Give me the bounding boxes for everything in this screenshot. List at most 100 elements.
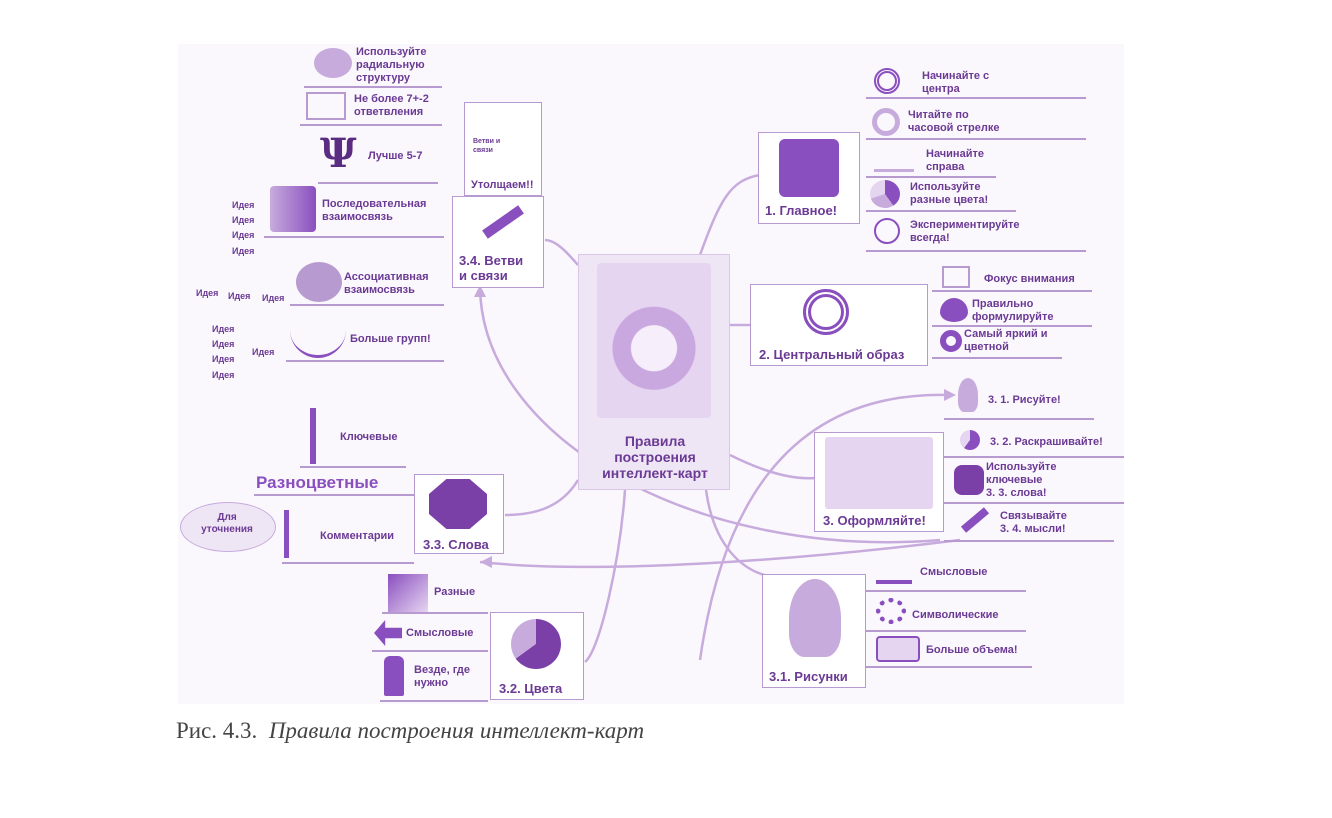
- branch-main-label: 1. Главное!: [765, 203, 838, 218]
- figure-caption: Рис. 4.3. Правила построения интеллект-к…: [176, 718, 644, 744]
- colors-item-2-text: Смысловые: [406, 627, 474, 639]
- links-mini-text: Ветви и связи: [473, 138, 501, 154]
- target-dart-icon: [803, 289, 849, 335]
- links-thicken-text: Утолщаем!!: [471, 179, 534, 191]
- idea-label: Идея: [232, 246, 255, 256]
- links-item-2-text: Не более 7+-2 ответвления: [354, 93, 429, 118]
- branch-words-label: 3.3. Слова: [423, 537, 489, 552]
- words-item-1-line: [300, 466, 406, 468]
- lightbulb-icon: [789, 579, 841, 657]
- link-design: [729, 453, 816, 480]
- clarification-bubble: [180, 502, 276, 552]
- words-item-2-text: Разноцветные: [256, 473, 379, 492]
- color-pie-icon: [511, 619, 561, 669]
- link-main: [698, 173, 761, 256]
- link-colors: [584, 489, 627, 663]
- design-item-2-line: [944, 456, 1124, 458]
- main-item-2-line: [866, 138, 1086, 140]
- image-item-3-line: [932, 357, 1062, 359]
- branch-design-box: 3. Оформляйте!: [814, 432, 944, 532]
- hierarchy-icon: [306, 92, 346, 120]
- gears-icon: [876, 598, 906, 624]
- experiment-icon: [874, 218, 900, 244]
- color-pie-icon: [870, 180, 900, 208]
- design-item-1-line: [944, 418, 1094, 420]
- dice-icon: [876, 636, 920, 662]
- hand-icon: [384, 656, 404, 696]
- words-item-3-text: Комментарии: [320, 530, 395, 542]
- main-item-5-text: Экспериментируйте всегда!: [910, 219, 1020, 244]
- lightbulb-icon: [958, 378, 978, 412]
- caption-prefix: Рис. 4.3.: [176, 718, 258, 743]
- psi-icon: Ψ: [320, 130, 357, 177]
- link-words: [504, 479, 580, 517]
- idea-label: Идея: [232, 215, 255, 225]
- colors-item-3-line: [380, 700, 488, 702]
- branch-pictures-label: 3.1. Рисунки: [769, 669, 848, 684]
- clockwise-ring-icon: [872, 108, 900, 136]
- main-item-5-line: [866, 250, 1086, 252]
- caption-title: Правила построения интеллект-карт: [268, 718, 645, 743]
- design-item-1-text: 3. 1. Рисуйте!: [988, 394, 1061, 406]
- branch-image-label: 2. Центральный образ: [759, 347, 905, 362]
- idea-label: Идея: [212, 339, 235, 349]
- brain-icon: [314, 48, 352, 78]
- idea-label: Идея: [212, 370, 235, 380]
- pictures-item-3-line: [866, 666, 1032, 668]
- central-image-box: Правила построения интеллект-карт: [578, 254, 730, 490]
- colors-item-1-text: Разные: [434, 586, 476, 598]
- colors-item-3-text: Везде, где нужно: [414, 664, 471, 689]
- stop-sign-icon: [954, 465, 984, 495]
- target-dart-icon: [874, 68, 900, 94]
- pen-icon: [482, 205, 524, 239]
- branch-pictures-box: 3.1. Рисунки: [762, 574, 866, 688]
- pictures-item-1-line: [866, 590, 1026, 592]
- link-arrow-right: [698, 393, 951, 661]
- bright-circle-icon: [940, 330, 962, 352]
- heart-icon: [940, 298, 968, 322]
- links-item-6-line: [286, 360, 444, 362]
- pictures-item-3-text: Больше объема!: [926, 644, 1018, 656]
- idea-label: Идея: [212, 324, 235, 334]
- link-branches: [544, 238, 579, 266]
- links-item-6-text: Больше групп!: [350, 333, 431, 345]
- branch-design-label: 3. Оформляйте!: [823, 513, 926, 528]
- running-figure-icon: [876, 550, 912, 584]
- main-item-4-text: Используйте разные цвета!: [910, 181, 989, 206]
- links-item-1-text: Используйте радиальную структуру: [356, 46, 427, 84]
- color-pie-icon: [960, 430, 980, 450]
- branch-image-box: 2. Центральный образ: [750, 284, 928, 366]
- pictures-item-1-text: Смысловые: [920, 566, 988, 578]
- main-item-1-line: [866, 97, 1086, 99]
- exclamation-figure-icon: [310, 408, 330, 464]
- main-item-3-line: [866, 176, 996, 178]
- right-direction-icon: [874, 146, 914, 172]
- image-item-3-text: Самый яркий и цветной: [964, 328, 1048, 353]
- idea-label: Идея: [232, 200, 255, 210]
- branch-main-box: 1. Главное!: [758, 132, 860, 224]
- links-item-4-line: [264, 236, 444, 238]
- drawing-person-image: [825, 437, 933, 509]
- comment-figure-icon: [284, 510, 308, 558]
- clarification-bubble-text: Для уточнения: [201, 512, 253, 535]
- evolution-icon: [270, 186, 316, 232]
- words-item-1-text: Ключевые: [340, 431, 398, 443]
- network-icon: [290, 318, 346, 358]
- image-item-2-text: Правильно формулируйте: [972, 298, 1054, 323]
- image-item-1-text: Фокус внимания: [984, 273, 1075, 285]
- idea-label: Идея: [252, 347, 275, 357]
- idea-label: Идея: [212, 354, 235, 364]
- words-item-3-line: [282, 562, 414, 564]
- idea-label: Идея: [196, 288, 219, 298]
- branch-links-box: 3.4. Ветви и связи: [452, 196, 544, 288]
- idea-bulb-icon: [779, 139, 839, 197]
- focus-icon: [942, 266, 970, 288]
- links-item-2-line: [300, 124, 442, 126]
- branch-colors-label: 3.2. Цвета: [499, 681, 563, 696]
- stop-sign-icon: [429, 479, 487, 529]
- rainbow-icon: [388, 574, 428, 612]
- links-thicken-box: Ветви и связи Утолщаем!!: [464, 102, 542, 196]
- image-item-1-line: [932, 290, 1092, 292]
- links-item-3-line: [318, 182, 438, 184]
- links-item-1-line: [304, 86, 442, 88]
